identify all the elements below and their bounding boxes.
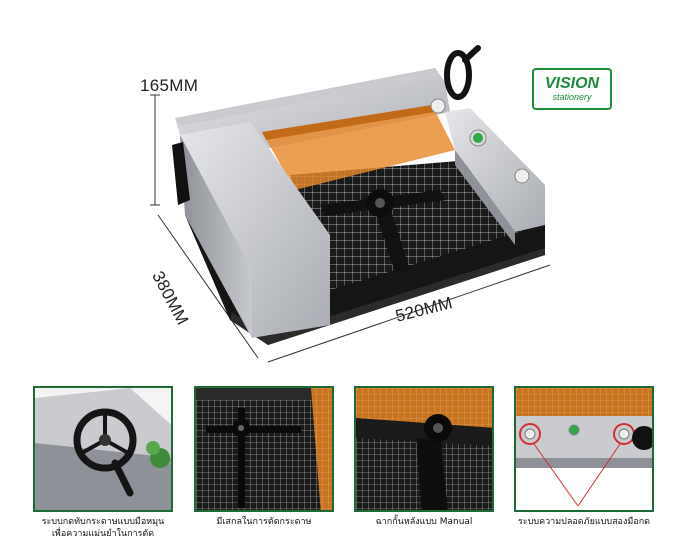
feature-thumb-back-gauge: [354, 386, 494, 512]
paper-cutter-illustration: [150, 45, 551, 363]
product-hero: 165MM 380MM 520MM VISION stationery: [140, 45, 612, 363]
hand-wheel-icon: [35, 388, 171, 510]
feature-caption: ระบบกดทับกระดาษแบบมือหมุน เพื่อความแม่นย…: [41, 517, 165, 539]
back-gauge-icon: [356, 388, 492, 510]
brand-logo: VISION stationery: [532, 68, 612, 110]
two-hand-safety-icon: [516, 388, 652, 510]
feature-thumb-two-hand-safety: [514, 386, 654, 512]
feature-gallery: ระบบกดทับกระดาษแบบมือหมุน เพื่อความแม่นย…: [0, 384, 683, 553]
feature-thumb-cutting-grid: [194, 386, 334, 512]
cutting-grid-icon: [196, 388, 332, 510]
brand-subtitle: stationery: [552, 91, 592, 102]
feature-caption: ระบบความปลอดภัยแบบสองมือกด: [518, 517, 650, 527]
feature-thumb-hand-wheel: [33, 386, 173, 512]
brand-name: VISION: [544, 74, 600, 92]
feature-caption: มีเสกลในการตัดกระดาษ: [216, 517, 312, 527]
height-dimension: 165MM: [140, 76, 199, 95]
feature-caption: ฉากกั้นหลังแบบ Manual: [375, 517, 473, 527]
